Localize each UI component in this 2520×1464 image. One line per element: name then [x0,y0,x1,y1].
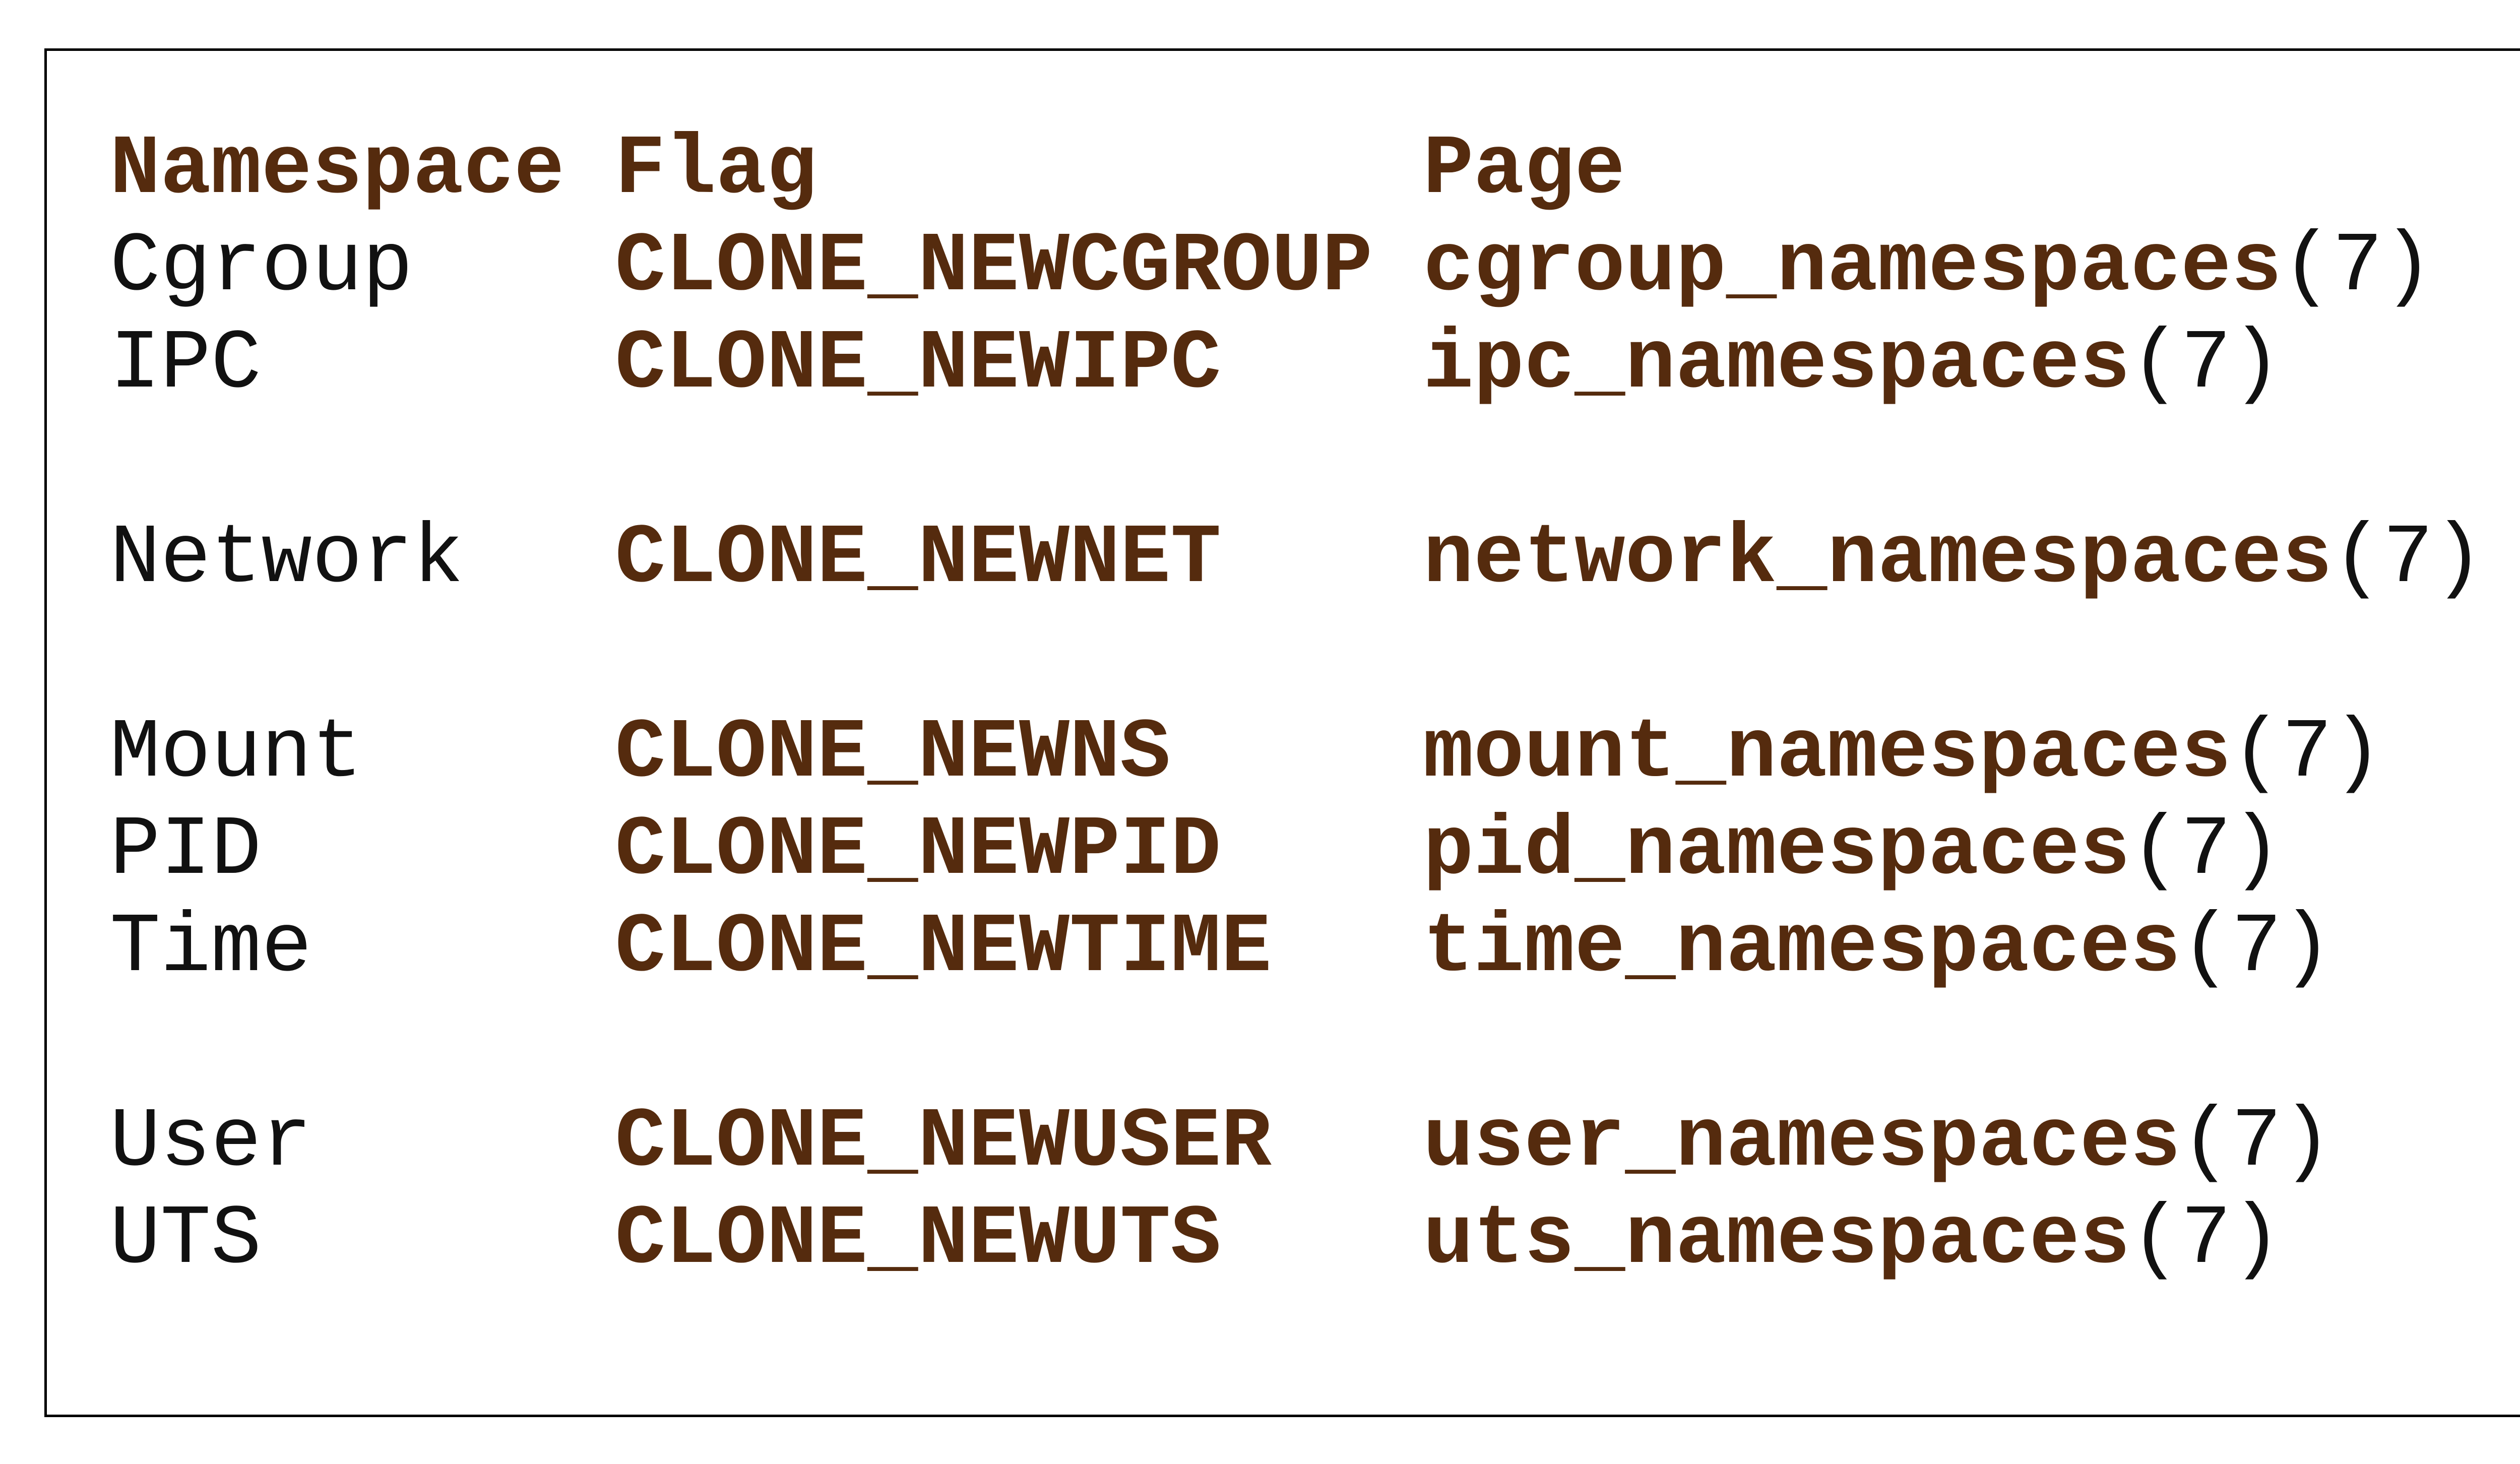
page-section: (7) [2332,512,2484,607]
page-name: network_namespaces [1423,512,2333,607]
page-cell: pid_namespaces(7) [1423,802,2520,900]
header-page: Page [1423,122,1625,218]
table-row: Cgroup CLONE_NEWCGROUP cgroup_namespaces… [110,219,2520,316]
table-row: User CLONE_NEWUSER user_namespaces(7) Us… [110,1094,2520,1191]
page-cell: network_namespaces(7) [1423,511,2520,705]
namespaces-table-frame: Namespace Flag Page Isolates Cgroup CLON… [44,48,2520,1417]
flag-cell: CLONE_NEWCGROUP [615,220,1373,315]
namespace-cell: Cgroup [110,220,413,315]
page-cell: user_namespaces(7) [1423,1094,2520,1191]
page-cell: cgroup_namespaces(7) [1423,219,2520,316]
namespaces-table: Namespace Flag Page Isolates Cgroup CLON… [110,121,2520,1386]
namespace-cell: PID [110,803,262,899]
header-namespace: Namespace [110,122,564,218]
page-cell: time_namespaces(7) [1423,900,2520,1094]
page-section: (7) [2130,803,2282,899]
page-section: (7) [2231,706,2383,801]
page-name: cgroup_namespaces [1423,220,2282,315]
flag-cell: CLONE_NEWNET [615,512,1221,607]
table-row: Mount CLONE_NEWNS mount_namespaces(7) Mo… [110,705,2520,802]
flag-cell: CLONE_NEWNS [615,706,1171,801]
page-section: (7) [2180,901,2333,996]
page-section: (7) [2130,317,2282,412]
page-name: user_namespaces [1423,1095,2181,1190]
flag-cell: CLONE_NEWTIME [615,901,1272,996]
page-name: mount_namespaces [1423,706,2232,801]
header-flag: Flag [615,122,817,218]
page-cell: mount_namespaces(7) [1423,705,2520,802]
table-header-row: Namespace Flag Page Isolates [110,121,2520,219]
page-name: time_namespaces [1423,901,2181,996]
namespace-cell: IPC [110,317,262,412]
flag-cell: CLONE_NEWUSER [615,1095,1272,1190]
page-name: pid_namespaces [1423,803,2130,899]
page-cell: uts_namespaces(7) [1423,1191,2520,1386]
page-section: (7) [2180,1095,2333,1190]
page-name: uts_namespaces [1423,1192,2130,1288]
namespace-cell: Network [110,512,464,607]
namespace-cell: Mount [110,706,363,801]
page-section: (7) [2130,1192,2282,1288]
flag-cell: CLONE_NEWIPC [615,317,1221,412]
namespace-cell: User [110,1095,312,1190]
namespace-cell: UTS [110,1192,262,1288]
page-cell: ipc_namespaces(7) [1423,316,2520,511]
flag-cell: CLONE_NEWUTS [615,1192,1221,1288]
table-row: Time CLONE_NEWTIME time_namespaces(7) Bo… [110,900,2520,1094]
page-name: ipc_namespaces [1423,317,2130,412]
table-row: PID CLONE_NEWPID pid_namespaces(7) Proce… [110,802,2520,900]
namespace-cell: Time [110,901,312,996]
flag-cell: CLONE_NEWPID [615,803,1221,899]
table-row: Network CLONE_NEWNET network_namespaces(… [110,511,2520,705]
page-section: (7) [2282,220,2433,315]
table-row: UTS CLONE_NEWUTS uts_namespaces(7) Hostn… [110,1191,2520,1386]
table-row: IPC CLONE_NEWIPC ipc_namespaces(7) Syste… [110,316,2520,511]
